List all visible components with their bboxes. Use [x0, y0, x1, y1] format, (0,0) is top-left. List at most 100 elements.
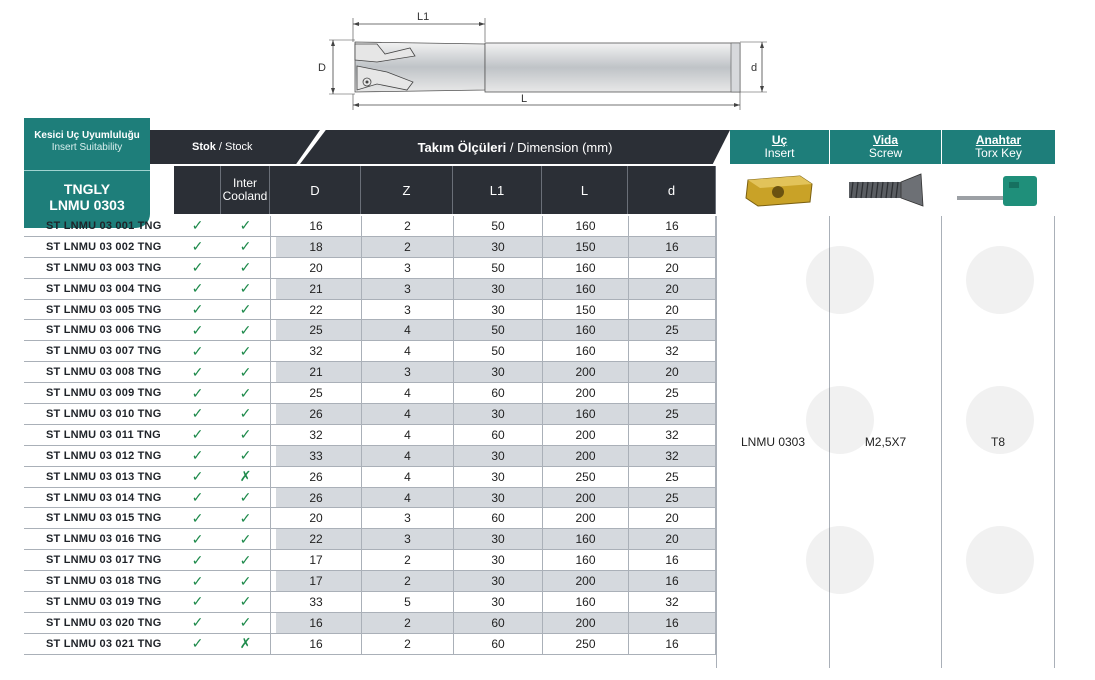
insert-type-line1: TNGLY	[63, 181, 111, 197]
stock-cell: ✓	[174, 508, 221, 530]
dimension-Z-cell: 4	[361, 487, 453, 509]
dimension-L1-cell: 30	[453, 592, 542, 613]
product-code-cell: ST LNMU 03 020 TNG	[24, 613, 174, 634]
stock-cell: ✓	[174, 467, 221, 488]
stock-cell: ✓	[174, 300, 221, 321]
dimension-Z-cell: 4	[361, 466, 453, 488]
row-background	[276, 216, 716, 237]
dimension-d-cell: 32	[628, 592, 716, 613]
insert-column-header: Uç Insert	[730, 130, 829, 164]
dimension-L-cell: 200	[542, 383, 628, 405]
stock-label-sep: /	[215, 141, 226, 153]
dimension-L-cell: 150	[542, 299, 628, 321]
dimension-L-cell: 160	[542, 257, 628, 279]
row-background	[276, 236, 716, 258]
dimension-d-cell: 20	[628, 257, 716, 279]
product-code-cell: ST LNMU 03 021 TNG	[24, 634, 174, 655]
row-background	[276, 383, 716, 405]
inter-cooland-cell: ✓	[221, 508, 270, 530]
row-background	[276, 362, 716, 384]
inter-cooland-cell: ✗	[221, 467, 270, 488]
dimension-D-cell: 20	[270, 508, 361, 530]
row-background	[276, 466, 716, 488]
dimension-label-en: Dimension (mm)	[517, 139, 613, 155]
dimension-L1-cell: 30	[453, 299, 542, 321]
dimension-label-sep: /	[506, 139, 518, 155]
dimension-L1-cell: 30	[453, 466, 542, 488]
product-code-cell: ST LNMU 03 016 TNG	[24, 529, 174, 551]
dimension-d-cell: 20	[628, 362, 716, 384]
stock-cell: ✓	[174, 634, 221, 655]
dimension-L-cell: 150	[542, 236, 628, 258]
stock-cell: ✓	[174, 362, 221, 384]
dimension-d-cell: 32	[628, 341, 716, 363]
product-code-cell: ST LNMU 03 004 TNG	[24, 279, 174, 300]
dimension-section-header: Takım Ölçüleri / Dimension (mm)	[300, 130, 730, 164]
dimension-Z-cell: 2	[361, 612, 453, 634]
suitability-subtitle: Insert Suitability	[51, 142, 123, 153]
watermark	[806, 246, 1034, 594]
dimension-L-cell: 200	[542, 445, 628, 467]
dimension-L-cell: 160	[542, 216, 628, 237]
dimension-L-cell: 160	[542, 320, 628, 342]
product-code-cell: ST LNMU 03 014 TNG	[24, 488, 174, 509]
stock-label-tr: Stok	[192, 141, 216, 153]
column-header-L: L	[542, 166, 628, 214]
dimension-D-cell: 32	[270, 424, 361, 446]
inter-cooland-cell: ✓	[221, 320, 270, 342]
column-header-d: d	[628, 166, 716, 214]
dimension-label-tr: Takım Ölçüleri	[417, 139, 507, 155]
inter-cooland-cell: ✗	[221, 634, 270, 655]
dimension-Z-cell: 3	[361, 278, 453, 300]
dimension-D-cell: 16	[270, 216, 361, 237]
dimension-D-cell: 26	[270, 404, 361, 425]
dimension-L1-cell: 30	[453, 445, 542, 467]
stock-cell: ✓	[174, 383, 221, 405]
product-code-cell: ST LNMU 03 005 TNG	[24, 300, 174, 321]
insert-type-label: TNGLY LNMU 0303	[24, 181, 150, 213]
stock-cell: ✓	[174, 550, 221, 572]
stock-cell: ✓	[174, 341, 221, 363]
dimension-Z-cell: 3	[361, 529, 453, 551]
stock-cell: ✓	[174, 488, 221, 509]
inter-cooland-cell: ✓	[221, 446, 270, 467]
row-background	[276, 404, 716, 425]
dimension-d-cell: 16	[628, 571, 716, 593]
dimension-Z-cell: 3	[361, 299, 453, 321]
screw-image	[830, 166, 941, 214]
product-code-cell: ST LNMU 03 009 TNG	[24, 383, 174, 405]
dimension-L1-cell: 30	[453, 362, 542, 384]
dimension-L-cell: 160	[542, 341, 628, 363]
dimension-Z-cell: 4	[361, 424, 453, 446]
dimension-Z-cell: 5	[361, 592, 453, 613]
dimension-d-cell: 16	[628, 216, 716, 237]
stock-cell: ✓	[174, 425, 221, 446]
row-background	[276, 445, 716, 467]
dimension-D-cell: 33	[270, 445, 361, 467]
dimension-Z-cell: 4	[361, 383, 453, 405]
product-code-cell: ST LNMU 03 006 TNG	[24, 320, 174, 342]
dimension-D-cell: 22	[270, 529, 361, 551]
key-value: T8	[941, 216, 1055, 668]
stock-cell: ✓	[174, 279, 221, 300]
product-code-cell: ST LNMU 03 011 TNG	[24, 425, 174, 446]
dimension-d-cell: 20	[628, 278, 716, 300]
row-background	[276, 487, 716, 509]
insert-label-tr: Uç	[771, 133, 788, 147]
insert-label-en: Insert	[764, 146, 795, 160]
dimension-L-cell: 200	[542, 508, 628, 530]
dimension-d-cell: 25	[628, 466, 716, 488]
insert-suitability-box: Kesici Uç Uyumluluğu Insert Suitability …	[24, 118, 150, 228]
insert-image	[730, 166, 829, 214]
dimension-d-cell: 16	[628, 550, 716, 572]
